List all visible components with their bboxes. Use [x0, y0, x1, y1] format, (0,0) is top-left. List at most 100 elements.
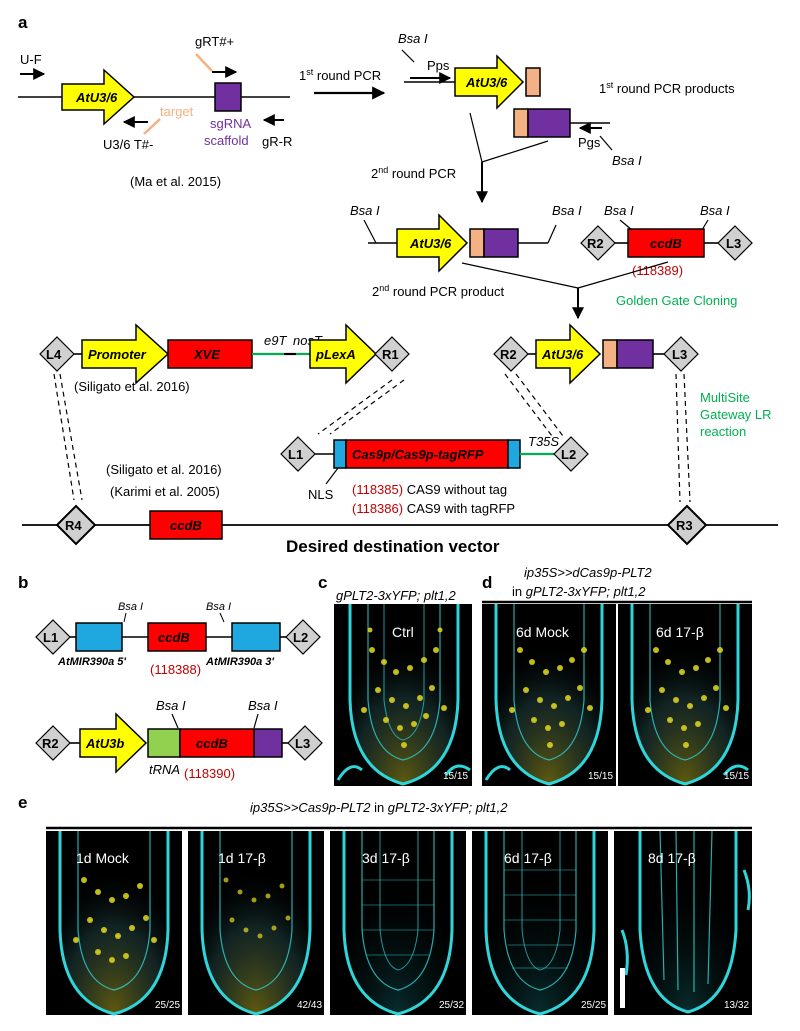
round2-product-num: 2	[372, 284, 379, 299]
target-box-p2	[513, 108, 529, 138]
cas9-notag-label: CAS9 without tag	[403, 482, 507, 497]
round1-num: 1	[299, 68, 306, 83]
atu36-label-p3: AtU3/6	[409, 236, 452, 251]
e9t-label: e9T	[264, 333, 287, 348]
target-label: target	[160, 104, 194, 119]
l2-site-diamond	[553, 436, 589, 472]
panel-d-title-2b: gPLT2-3xYFP; plt1,2	[526, 584, 646, 599]
e-count-1: 25/25	[155, 1000, 180, 1011]
xve-box	[167, 339, 253, 369]
round1-text: round PCR	[313, 68, 381, 83]
citation-ma: (Ma et al. 2015)	[130, 174, 221, 189]
round2-num: 2	[371, 166, 378, 181]
microscopy-ctrl: Ctrl 15/15	[334, 604, 472, 786]
ctrl-image-label: Ctrl	[392, 624, 414, 640]
e-image-label-2: 1d 17-β	[218, 850, 266, 866]
r2-site-diamond-b	[35, 725, 71, 761]
panel-d-title-1: ip35S>>dCas9p-PLT2	[524, 565, 652, 580]
panel-e-title-c: gPLT2-3xYFP; plt1,2	[388, 800, 508, 815]
bsai-label-b4: Bsa I	[248, 698, 278, 713]
microscopy-1d-estradiol: 1d 17-β 42/43	[188, 831, 324, 1016]
pgs-label: Pgs	[578, 135, 601, 150]
svg-text:2nd round PCR product: 2nd round PCR product	[372, 283, 505, 299]
panel-letter-b: b	[18, 573, 28, 592]
r4-site-diamond	[55, 504, 97, 546]
citation-siligato-1: (Siligato et al. 2016)	[74, 379, 190, 394]
l2-label: L2	[561, 447, 576, 462]
l4-label-top: L4	[46, 347, 62, 362]
r2-site-diamond-2	[493, 336, 529, 372]
multisite-label-3: reaction	[700, 424, 746, 439]
sgrna-box-b	[253, 728, 283, 758]
r2-label-2: R2	[500, 347, 517, 362]
sgrna-box-p3	[483, 228, 519, 258]
r2-label-1: R2	[587, 236, 604, 251]
svg-text:2nd round PCR: 2nd round PCR	[371, 165, 456, 181]
svg-text:1st round PCR: 1st round PCR	[299, 67, 381, 83]
cas9-label: Cas9p/Cas9p-tagRFP	[352, 447, 484, 462]
panel-e-title-a: ip35S>>Cas9p-PLT2	[250, 800, 371, 815]
ctrl-count: 15/15	[443, 771, 468, 782]
d-count-1: 15/15	[588, 771, 613, 782]
e-count-4: 25/25	[581, 1000, 606, 1011]
atu36-label: AtU3/6	[75, 90, 118, 105]
e-image-label-3: 3d 17-β	[362, 850, 410, 866]
panel-letter-d: d	[482, 573, 492, 592]
d-image-label-1: 6d Mock	[516, 624, 570, 640]
l3-label-b: L3	[295, 736, 310, 751]
primer-grr-label: gR-R	[262, 134, 292, 149]
cas9-rfp-label: CAS9 with tagRFP	[403, 501, 515, 516]
target-box-p3	[469, 228, 485, 258]
atu3b-label: AtU3b	[85, 736, 124, 751]
svg-text:1st round PCR products: 1st round PCR products	[599, 80, 735, 96]
e-count-5: 13/32	[724, 1000, 749, 1011]
ccdb-label-1: ccdB	[650, 236, 682, 251]
addgene-ccdb: (118389)	[632, 263, 683, 278]
round1-products-sup: st	[606, 80, 614, 90]
round1-products-text: round PCR products	[613, 81, 735, 96]
ccdb-label-dest: ccdB	[170, 518, 202, 533]
round2-product-text: round PCR product	[389, 284, 504, 299]
sgrna-label-2: scaffold	[204, 133, 249, 148]
scale-bar	[620, 968, 625, 1008]
svg-text:(118386) CAS9 with tagRFP: (118386) CAS9 with tagRFP	[352, 501, 515, 516]
multisite-label-1: MultiSite	[700, 390, 750, 405]
promoter-label: Promoter	[88, 347, 147, 362]
sgrna-scaffold-box	[214, 82, 242, 112]
e-image-label-1: 1d Mock	[76, 850, 130, 866]
promoter-arrow	[81, 323, 170, 385]
primer-uf-label: U-F	[20, 52, 42, 67]
pps-label: Pps	[427, 58, 450, 73]
e-count-2: 42/43	[297, 1000, 322, 1011]
recombination-lines	[53, 373, 691, 503]
trna-label: tRNA	[149, 762, 180, 777]
xve-label: XVE	[193, 347, 220, 362]
bsai-label-4: Bsa I	[552, 203, 582, 218]
first-round-products: Bsa I Pps AtU3/6 1st round PCR products …	[398, 31, 735, 168]
l3-site-diamond-2	[663, 336, 699, 372]
e-image-label-4: 6d 17-β	[504, 850, 552, 866]
l2-label-b: L2	[293, 630, 308, 645]
l1-site-diamond	[280, 436, 316, 472]
microscopy-6d-estradiol-e: 6d 17-β 25/25	[472, 831, 608, 1016]
primer-grt-label: gRT#+	[195, 34, 234, 49]
l1-site-diamond-b	[35, 619, 71, 655]
golden-gate-label: Golden Gate Cloning	[616, 293, 737, 308]
sgrna-box-p2	[527, 108, 571, 138]
mir3-box	[231, 622, 281, 652]
plexa-label: pLexA	[315, 347, 356, 362]
microscopy-1d-mock: 1d Mock 25/25	[46, 831, 182, 1016]
second-round-pcr-step: 2nd round PCR	[371, 162, 488, 204]
guide-entry-clone: R2 AtU3/6 L3 MultiSite Gateway LR reacti…	[493, 323, 772, 439]
r4-label: R4	[65, 518, 82, 533]
bsai-label-2: Bsa I	[612, 153, 642, 168]
nls-box-2	[507, 439, 521, 469]
target-box-p1	[525, 67, 541, 97]
r3-site-diamond	[666, 504, 708, 546]
trna-box	[147, 728, 181, 758]
svg-text:in gPLT2-3xYFP; plt1,2: in gPLT2-3xYFP; plt1,2	[512, 584, 646, 599]
atu36-promoter-arrow-p1	[454, 54, 525, 110]
round2-text: round PCR	[388, 166, 456, 181]
l3-site-diamond-b	[287, 725, 323, 761]
